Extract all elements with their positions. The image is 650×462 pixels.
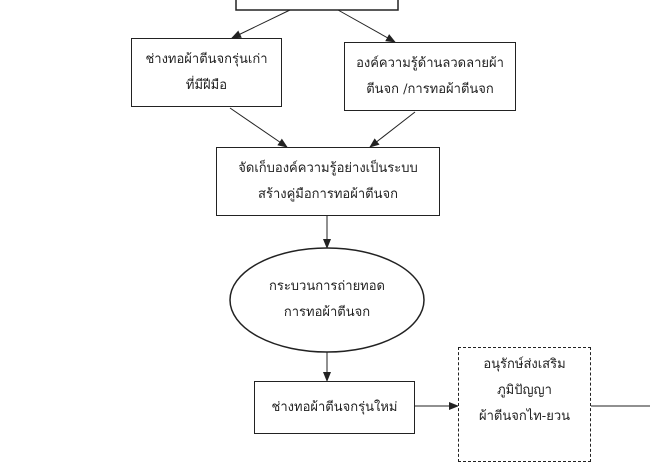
transfer-ellipse xyxy=(229,247,425,353)
systematize-line2: สร้างคู่มือการทอผ้าตีนจก xyxy=(258,186,398,202)
knowledge-line1: องค์ความรู้ด้านลวดลายผ้า xyxy=(356,55,504,71)
knowledge-box: องค์ความรู้ด้านลวดลายผ้า ตีนจก /การทอผ้า… xyxy=(344,42,516,111)
old-weavers-line2: ที่มีฝีมือ xyxy=(185,77,228,93)
transfer-node: กระบวนการถ่ายทอด การทอผ้าตีนจก xyxy=(230,248,424,352)
arrow-old-weavers-to-systematize xyxy=(229,107,288,148)
connectors xyxy=(229,0,650,410)
transfer-line2: การทอผ้าตีนจก xyxy=(283,305,371,320)
transfer-line1: กระบวนการถ่ายทอด xyxy=(268,279,386,294)
conserve-line2: ภูมิปัญญา xyxy=(497,383,552,398)
new-weavers-box: ช่างทอผ้าตีนจกรุ่นใหม่ xyxy=(254,381,415,434)
old-weavers-line1: ช่างทอผ้าตีนจกรุ่นเก่า xyxy=(145,51,268,67)
arrow-top-to-knowledge xyxy=(337,9,396,43)
old-weavers-box: ช่างทอผ้าตีนจกรุ่นเก่า ที่มีฝีมือ xyxy=(131,38,282,107)
new-weavers-line1: ช่างทอผ้าตีนจกรุ่นใหม่ xyxy=(271,399,398,415)
systematize-box: จัดเก็บองค์ความรู้อย่างเป็นระบบ สร้างคู่… xyxy=(216,147,440,216)
arrow-knowledge-to-systematize xyxy=(369,111,416,148)
conserve-box: อนุรักษ์ส่งเสริม ภูมิปัญญา ผ้าตีนจกไท-ยว… xyxy=(458,347,591,462)
systematize-line1: จัดเก็บองค์ความรู้อย่างเป็นระบบ xyxy=(238,160,418,176)
conserve-line3: ผ้าตีนจกไท-ยวน xyxy=(478,409,571,424)
conserve-line1: อนุรักษ์ส่งเสริม xyxy=(483,357,566,372)
knowledge-line2: ตีนจก /การทอผ้าตีนจก xyxy=(366,81,494,97)
top-box xyxy=(235,0,399,11)
arrow-top-to-old-weavers xyxy=(231,9,291,39)
